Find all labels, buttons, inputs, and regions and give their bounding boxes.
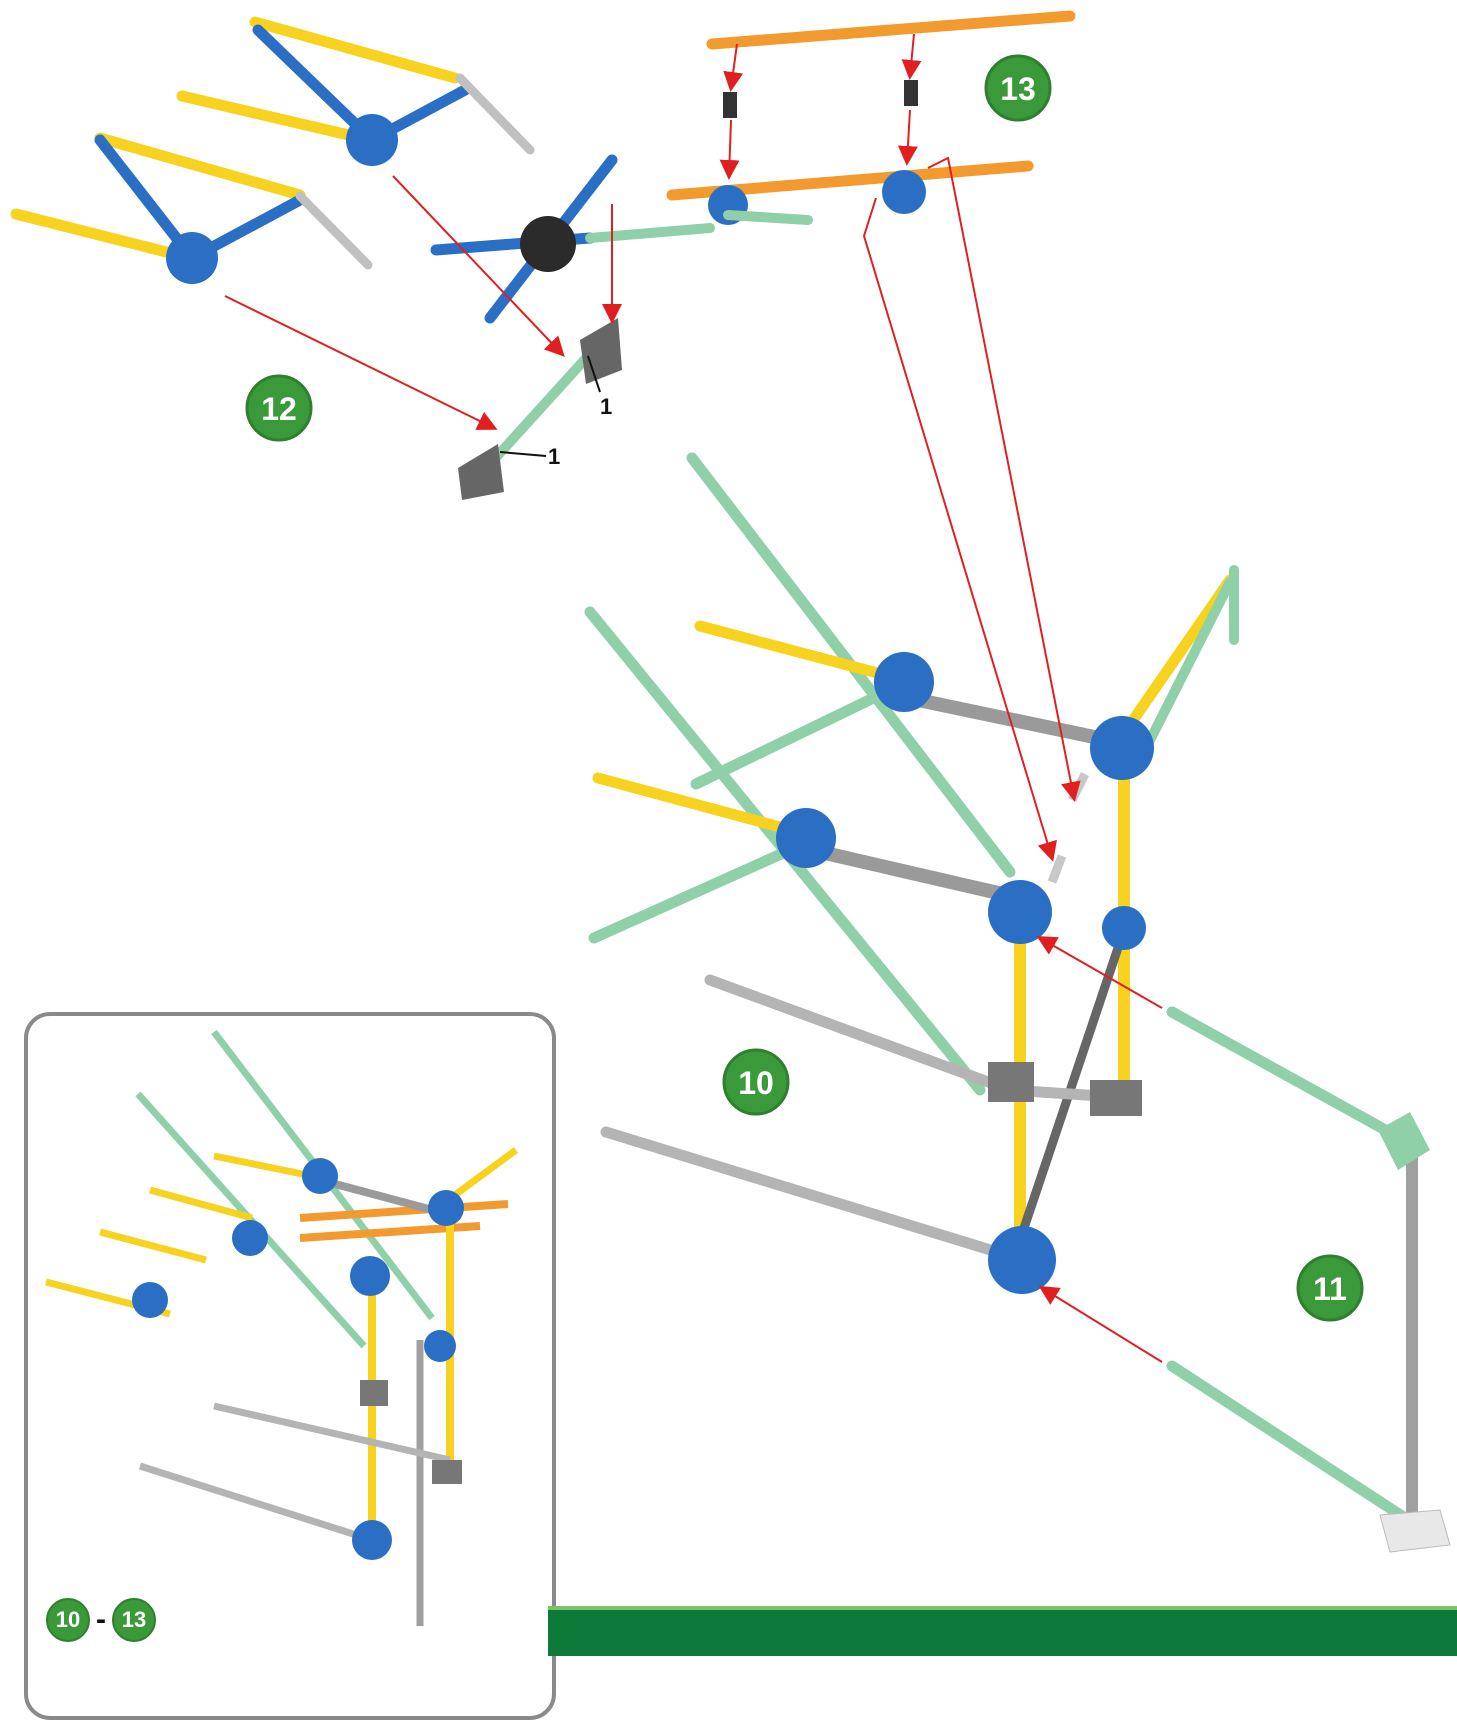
inset-badge-start: 10 (46, 1598, 90, 1642)
svg-text:11: 11 (1313, 1271, 1347, 1307)
blue-connector-middle-left (776, 808, 836, 868)
gray-connector-a (988, 1062, 1034, 1102)
gray-bracket-upper (580, 318, 622, 384)
blue-connector-a (346, 114, 398, 166)
blue-connector-middle-right (988, 880, 1052, 944)
svg-text:13: 13 (1000, 71, 1036, 107)
step13-assembly (666, 10, 1076, 225)
callout-label-lower: 1 (548, 444, 560, 469)
main-frame (584, 452, 1451, 1553)
inset-step-range-label: 10 - 13 (46, 1598, 156, 1642)
inset-range-dash: - (96, 1603, 106, 1636)
black-hub-connector (520, 216, 576, 272)
assembly-diagram: 1 1 13 12 10 11 (10, 10, 1451, 1626)
white-base-bracket (1379, 1509, 1451, 1553)
svg-text:12: 12 (261, 391, 297, 427)
svg-text:10: 10 (738, 1065, 774, 1101)
step-badge-10: 10 (722, 1048, 790, 1116)
assembly-arrows (224, 33, 1163, 1363)
blue-connector-step13-right (882, 170, 926, 214)
blue-connector-b (166, 232, 218, 284)
blue-connector-upper-left (874, 652, 934, 712)
step12-assembly (10, 16, 715, 500)
gray-bracket-lower (458, 444, 504, 500)
callout-label-upper: 1 (600, 394, 612, 419)
green-corner-bracket (1378, 1112, 1430, 1170)
blue-connector-lower-right (1102, 906, 1146, 950)
black-clip-right (904, 80, 918, 106)
step-badge-11: 11 (1296, 1254, 1364, 1322)
step-badge-12: 12 (245, 374, 313, 442)
step-badge-13: 13 (984, 54, 1052, 122)
orange-rod-top (706, 10, 1076, 50)
inset-badge-end: 13 (112, 1598, 156, 1642)
blue-connector-upper-right (1090, 716, 1154, 780)
inset-preview-model (45, 1029, 519, 1626)
green-rod-step13 (723, 210, 813, 225)
gray-connector-b (1090, 1080, 1142, 1116)
black-clip-left (723, 92, 737, 118)
blue-connector-bottom (988, 1226, 1056, 1294)
footer-band (548, 1606, 1457, 1656)
callout-leaders (499, 355, 601, 457)
